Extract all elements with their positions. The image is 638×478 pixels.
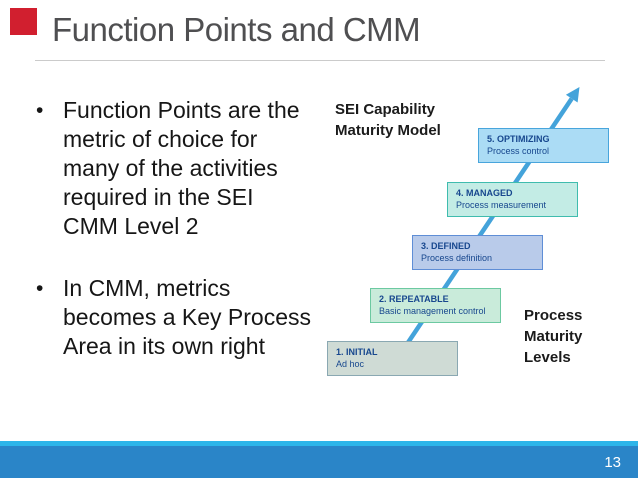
level-title: 5. OPTIMIZING — [487, 134, 550, 144]
footer-bar: 13 — [0, 446, 638, 478]
title-divider — [35, 60, 605, 61]
level-subtitle: Ad hoc — [336, 359, 365, 369]
bullet-marker: • — [36, 277, 44, 300]
cmm-level-box-managed: 4. MANAGED Process measurement — [447, 182, 578, 217]
page-title: Function Points and CMM — [52, 11, 421, 48]
level-subtitle: Basic management control — [379, 306, 486, 316]
bullet-text: In CMM, metrics becomes a Key Process Ar… — [63, 275, 312, 359]
red-square-decoration — [10, 8, 37, 35]
bullet-text: Function Points are the metric of choice… — [63, 97, 300, 239]
process-maturity-levels-label: Process Maturity Levels — [524, 307, 583, 366]
cmm-level-box-optimizing: 5. OPTIMIZING Process control — [478, 128, 609, 163]
cmm-level-box-repeatable: 2. REPEATABLE Basic management control — [370, 288, 501, 323]
bullet-list: • Function Points are the metric of choi… — [36, 96, 328, 394]
level-title: 3. DEFINED — [421, 241, 471, 251]
level-title: 2. REPEATABLE — [379, 294, 449, 304]
bullet-item: • Function Points are the metric of choi… — [36, 96, 328, 241]
sei-cmm-label: SEI Capability Maturity Model — [335, 101, 441, 139]
level-title: 4. MANAGED — [456, 188, 513, 198]
cmm-level-box-defined: 3. DEFINED Process definition — [412, 235, 543, 270]
level-title: 1. INITIAL — [336, 347, 378, 357]
level-subtitle: Process definition — [421, 253, 493, 263]
page-number: 13 — [604, 453, 621, 471]
bullet-marker: • — [36, 99, 44, 122]
level-subtitle: Process measurement — [456, 200, 547, 210]
footer-accent-strip — [0, 441, 638, 446]
bullet-item: • In CMM, metrics becomes a Key Process … — [36, 274, 328, 361]
cmm-level-box-initial: 1. INITIAL Ad hoc — [327, 341, 458, 376]
level-subtitle: Process control — [487, 146, 550, 156]
